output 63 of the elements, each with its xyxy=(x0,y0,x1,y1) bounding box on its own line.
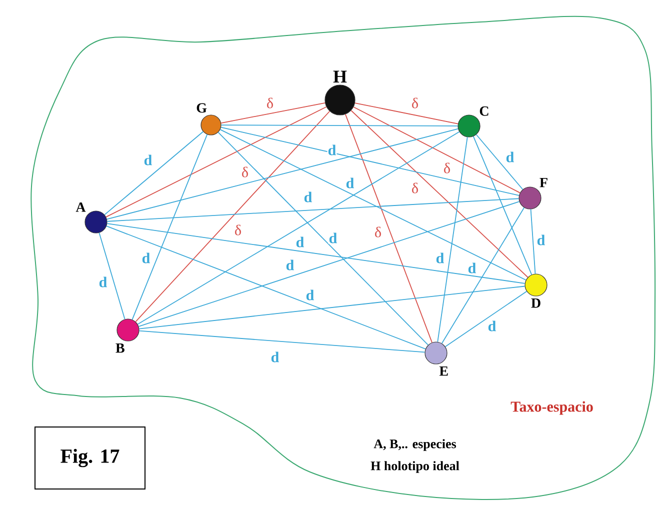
edge-label: δ xyxy=(410,182,420,194)
edge-label: d xyxy=(505,151,515,163)
connector-line xyxy=(106,198,520,222)
edge-label: d xyxy=(285,259,295,271)
connector-line xyxy=(132,134,208,320)
edge-label: δ xyxy=(240,166,250,178)
connector-line xyxy=(444,290,528,348)
connector-line xyxy=(138,330,426,353)
edge-label: δ xyxy=(442,162,452,174)
connector-line xyxy=(138,286,526,330)
connector-line xyxy=(98,232,126,320)
edge-label: δ xyxy=(234,224,242,236)
node-label: A xyxy=(76,202,86,212)
connector-line xyxy=(441,207,525,344)
connector-line xyxy=(437,136,468,342)
connector-line xyxy=(220,129,526,280)
edge-label: d xyxy=(141,252,151,264)
node-label: F xyxy=(540,178,548,188)
node-label: C xyxy=(480,106,488,116)
edge-label: d xyxy=(327,144,337,156)
node-label: E xyxy=(439,366,448,376)
connector-line xyxy=(106,223,526,284)
edge-label: d xyxy=(98,276,108,288)
edge-label: d xyxy=(467,262,477,274)
edge-label: d xyxy=(536,234,546,246)
connector-line xyxy=(476,134,524,190)
edge-label: d xyxy=(295,236,305,248)
edge-label: δ xyxy=(266,97,274,109)
connector-line xyxy=(218,132,429,346)
connector-line xyxy=(220,124,458,126)
legend-note: H holotipo ideal xyxy=(370,461,460,473)
edge-label: d xyxy=(487,320,497,332)
connector-line xyxy=(104,131,204,216)
connector-line xyxy=(220,102,326,124)
connector-line xyxy=(106,128,459,220)
connector-line xyxy=(354,102,458,124)
connector-line xyxy=(135,110,330,322)
region-label: Taxo-espacio xyxy=(510,401,593,415)
connector-line xyxy=(137,131,460,325)
connector-line xyxy=(220,126,520,196)
connector-line xyxy=(472,136,532,276)
edge-label: d xyxy=(270,351,280,363)
node-label: H xyxy=(333,70,347,82)
connector-line xyxy=(353,106,520,194)
connector-line xyxy=(106,226,426,350)
legend-note: A, B,.. especies xyxy=(374,439,456,451)
node-label: D xyxy=(531,298,540,308)
edge-label: d xyxy=(303,191,313,203)
node-label: B xyxy=(116,343,124,353)
edge-label: d xyxy=(435,252,445,264)
edge-label: δ xyxy=(374,226,382,238)
connector-line xyxy=(344,114,432,343)
connector-line xyxy=(138,201,520,327)
connector-line xyxy=(350,110,528,278)
edge-label: d xyxy=(345,177,355,189)
connector-line xyxy=(530,208,536,274)
edge-label: d xyxy=(328,232,338,244)
node-label: G xyxy=(196,103,207,113)
edge-label: d xyxy=(305,289,315,301)
edge-label: d xyxy=(143,154,153,166)
edge-label: δ xyxy=(410,97,420,109)
figure-number-box: Fig. 17 xyxy=(34,426,146,490)
connector-line xyxy=(106,106,327,218)
